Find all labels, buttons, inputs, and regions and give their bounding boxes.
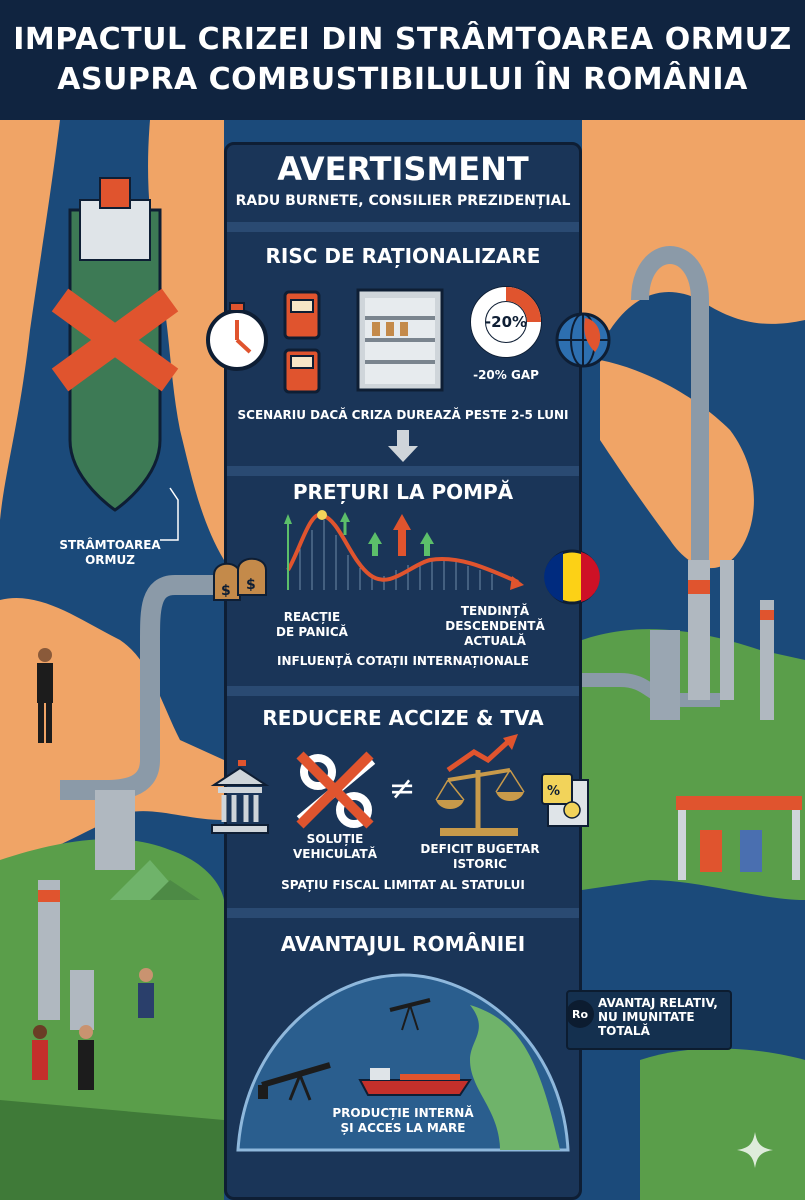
prices-influence: INFLUENȚĂ COTAȚII INTERNAȚIONALE	[276, 654, 530, 668]
sparkle-icon	[737, 1132, 773, 1168]
production-label-line1: PRODUCȚIE INTERNĂ	[332, 1106, 474, 1120]
ro-badge: Ro	[566, 1000, 594, 1028]
taxes-title: REDUCERE ACCIZE & TVA	[262, 706, 544, 730]
trend-label-line1: TENDINȚĂ	[460, 604, 530, 618]
relative-advantage-text: AVANTAJ RELATIV, NU IMUNITATE TOTALĂ	[598, 996, 718, 1038]
page-title-line2: ASUPRA COMBUSTIBILULUI ÎN ROMÂNIA	[57, 62, 748, 97]
production-label-line2: ȘI ACCES LA MARE	[340, 1121, 466, 1135]
header-bar: IMPACTUL CRIZEI DIN STRÂMTOAREA ORMUZ AS…	[0, 0, 805, 120]
prices-title: PREȚURI LA POMPĂ	[292, 480, 514, 504]
rationing-scenario: SCENARIU DACĂ CRIZA DUREAZĂ PESTE 2-5 LU…	[237, 408, 569, 422]
page-title-line1: IMPACTUL CRIZEI DIN STRÂMTOAREA ORMUZ	[13, 22, 792, 57]
gap-label: -20% GAP	[473, 368, 539, 382]
divider	[227, 686, 579, 696]
solution-label-line1: SOLUȚIE	[306, 832, 364, 846]
solution-label-line2: VEHICULATĂ	[292, 847, 378, 861]
strait-label: STRÂMTOAREA ORMUZ	[59, 538, 161, 567]
taxes-fiscal-space: SPAȚIU FISCAL LIMITAT AL STATULUI	[281, 878, 525, 892]
panic-label-line2: DE PANICĂ	[276, 625, 348, 639]
main-panel	[224, 142, 582, 1200]
advantage-title: AVANTAJUL ROMÂNIEI	[280, 932, 526, 956]
gap-badge-text: -20%	[484, 313, 528, 331]
divider	[227, 222, 579, 232]
relative-advantage-box	[566, 990, 732, 1050]
divider	[227, 908, 579, 918]
trend-label-line2: DESCENDENTĂ	[445, 619, 545, 633]
trend-label-line3: ACTUALĂ	[464, 634, 526, 648]
rationing-title: RISC DE RAȚIONALIZARE	[265, 244, 541, 268]
neq-symbol: ≠	[388, 769, 416, 807]
deficit-label-line1: DEFICIT BUGETAR	[420, 842, 540, 856]
panic-label-line1: REACȚIE	[283, 610, 341, 624]
deficit-label-line2: ISTORIC	[452, 857, 507, 871]
warning-subtitle: RADU BURNETE, CONSILIER PREZIDENȚIAL	[235, 193, 571, 209]
divider	[227, 466, 579, 476]
warning-title: AVERTISMENT	[277, 150, 529, 188]
